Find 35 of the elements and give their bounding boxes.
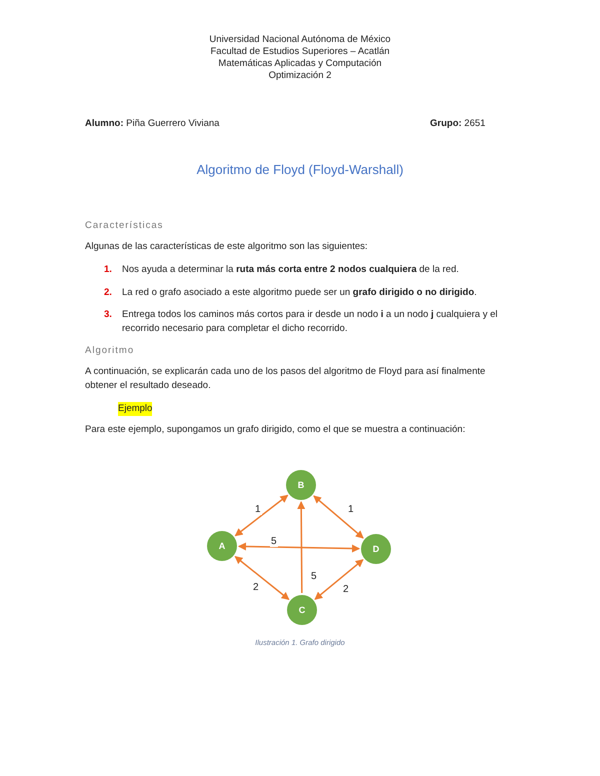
node-circle: C (287, 595, 317, 625)
arrow (313, 495, 364, 539)
highlighted-heading: Ejemplo (118, 402, 152, 416)
edge-label: 1 (254, 504, 262, 515)
document-title: Algoritmo de Floyd (Floyd-Warshall) (196, 162, 404, 178)
arrow (234, 494, 288, 536)
arrow (234, 556, 290, 600)
arrow (314, 559, 364, 600)
paragraph: Algunas de las características de este algoritmo son las siguientes: (85, 240, 369, 254)
node-circle: D (361, 534, 391, 564)
section-heading: Algoritmo (85, 344, 136, 358)
header-text: Universidad Nacional Autónoma de México (208, 33, 392, 47)
list-item-text: La red o grafo asociado a este algoritmo puede ser un grafo dirigido o no dirigido. (122, 286, 478, 300)
header-text: Matemáticas Aplicadas y Computación (217, 57, 383, 71)
header-text: Optimización 2 (268, 69, 332, 83)
edge-label: 5 (270, 536, 278, 547)
list-item-text: Entrega todos los caminos más cortos para ir desde un nodo i a un nodo j cualquiera y el recorrido necesario para completar el dicho recorrido. (122, 308, 498, 336)
list-item-text: Nos ayuda a determinar la ruta más corta entre 2 nodos cualquiera de la red. (122, 263, 460, 277)
paragraph: Para este ejemplo, supongamos un grafo dirigido, como el que se muestra a continuación: (85, 423, 466, 437)
list-number: 2. (104, 286, 113, 300)
edge-label: 2 (342, 584, 350, 595)
list-number: 1. (104, 263, 113, 277)
arrow (297, 501, 306, 593)
edge-label: 2 (252, 582, 260, 593)
paragraph: A continuación, se explicarán cada uno de los pasos del algoritmo de Floyd para así finalmente obtener el resultado deseado. (85, 365, 486, 393)
node-circle: A (207, 531, 237, 561)
group-number: Grupo: 2651 (430, 117, 486, 131)
node-circle: B (286, 470, 316, 500)
section-heading: Características (85, 219, 164, 233)
arrow (238, 542, 360, 553)
list-number: 3. (104, 308, 113, 322)
edge-label: 1 (347, 504, 355, 515)
header-text: Facultad de Estudios Superiores – Acatlán (209, 45, 391, 59)
student-name: Alumno: Piña Guerrero Viviana (85, 117, 220, 131)
edge-label: 5 (310, 571, 318, 582)
